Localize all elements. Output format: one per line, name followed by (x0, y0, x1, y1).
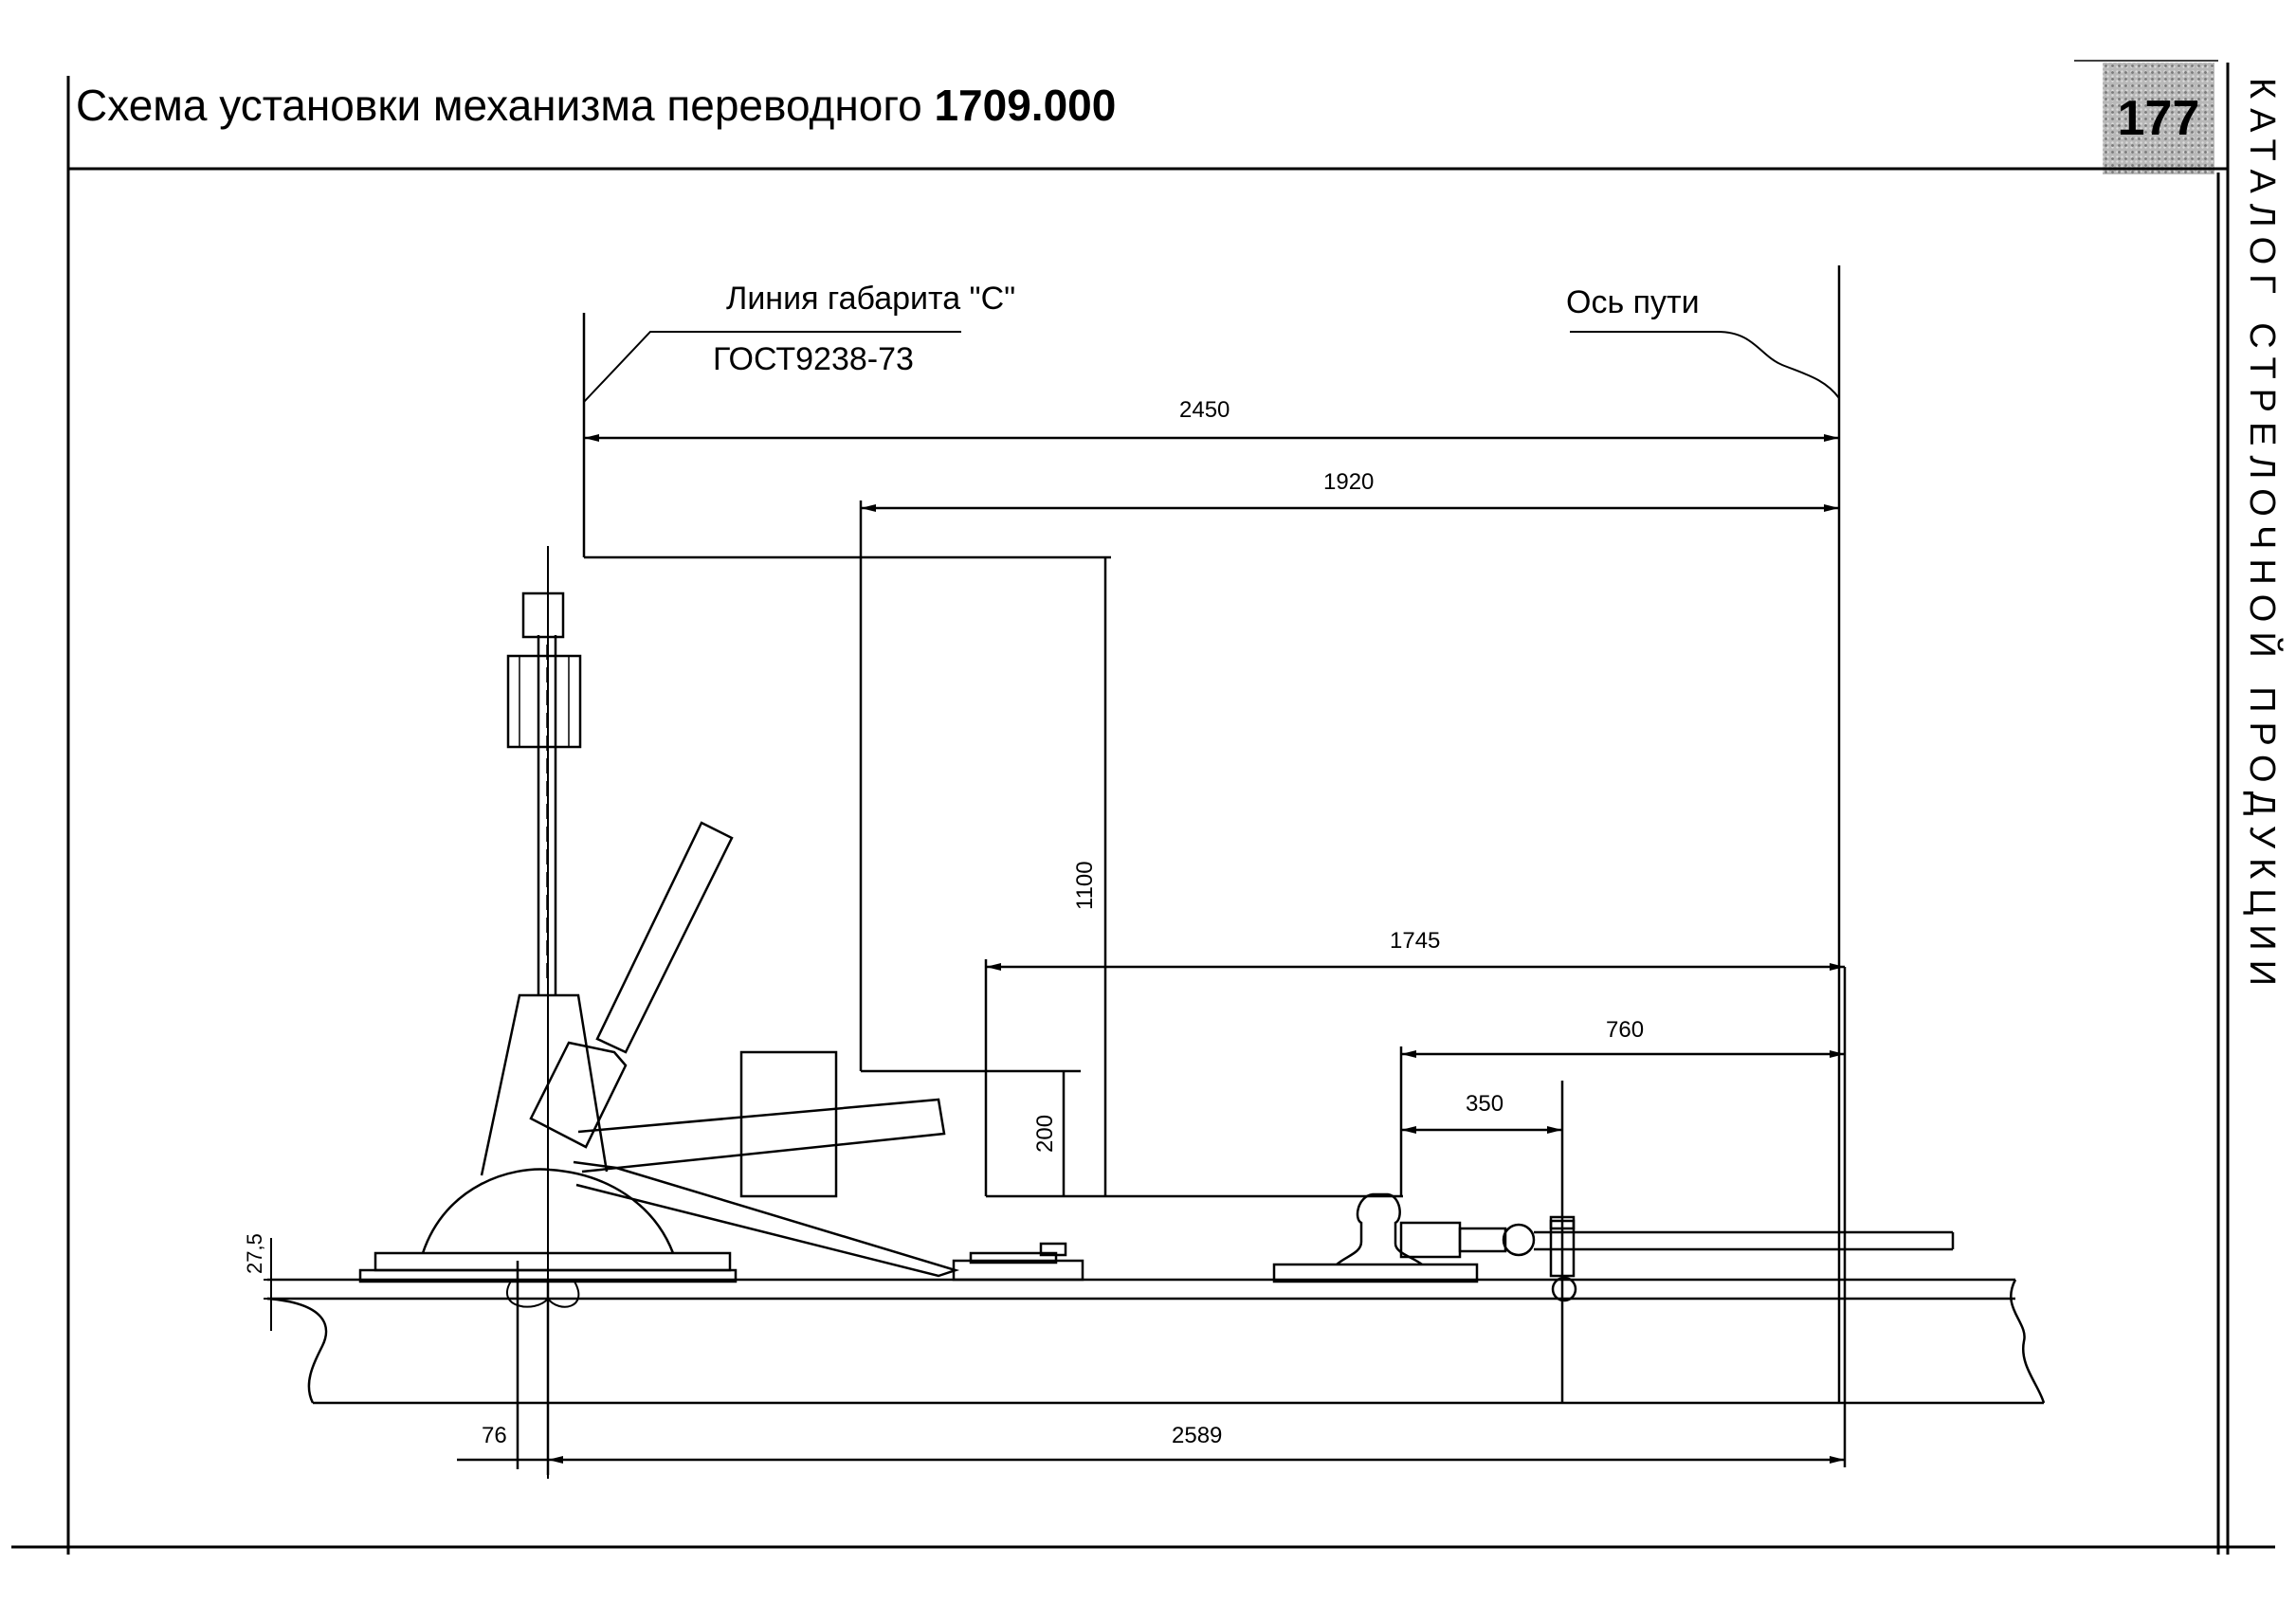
dimension-1745 (984, 959, 1845, 1071)
tie-plate (952, 1242, 1084, 1282)
drive-rod (1399, 1215, 1955, 1302)
dimension-200 (986, 1069, 1081, 1196)
dim-label-27-5: 27,5 (243, 1233, 266, 1274)
track-axis-leader (1570, 331, 1840, 399)
dimension-2589 (457, 967, 1847, 1475)
rail-profile (1272, 1192, 1479, 1283)
dim-label-1920: 1920 (1323, 469, 1374, 495)
dim-label-200: 200 (1032, 1115, 1058, 1153)
track-axis-label: Ось пути (1566, 284, 1700, 320)
dimension-arrows (548, 434, 1845, 1464)
gauge-label-leader (583, 331, 961, 403)
page-number-badge: 177 (2103, 63, 2214, 174)
page-title: Схема установки механизма переводного 17… (76, 83, 1116, 127)
dim-label-2589: 2589 (1172, 1423, 1222, 1448)
switch-mechanism (358, 591, 960, 1308)
gauge-line-label: Линия габарита "С" (726, 281, 1015, 317)
product-code: 1709.000 (934, 81, 1117, 130)
dimension-760 (1399, 1046, 1845, 1196)
dim-label-1100: 1100 (1072, 861, 1098, 910)
dimension-27-5 (264, 1279, 294, 1300)
dim-label-76: 76 (482, 1423, 507, 1448)
page-frame (11, 60, 2275, 1555)
gauge-standard-label: ГОСТ9238-73 (713, 341, 914, 377)
dimension-1920 (859, 500, 1839, 557)
dim-label-350: 350 (1466, 1091, 1503, 1117)
dim-label-760: 760 (1606, 1017, 1644, 1043)
dimension-350 (1401, 1081, 1564, 1403)
ground-lines (266, 1238, 2046, 1405)
dimension-1100 (861, 555, 1111, 1196)
dim-label-2450: 2450 (1179, 397, 1230, 423)
catalog-side-label: КАТАЛОГ СТРЕЛОЧНОЙ ПРОДУКЦИИ (2242, 78, 2282, 995)
title-text: Схема установки механизма переводного (76, 81, 922, 130)
gauge-outline (582, 313, 1403, 1198)
dim-label-1745: 1745 (1390, 928, 1440, 954)
